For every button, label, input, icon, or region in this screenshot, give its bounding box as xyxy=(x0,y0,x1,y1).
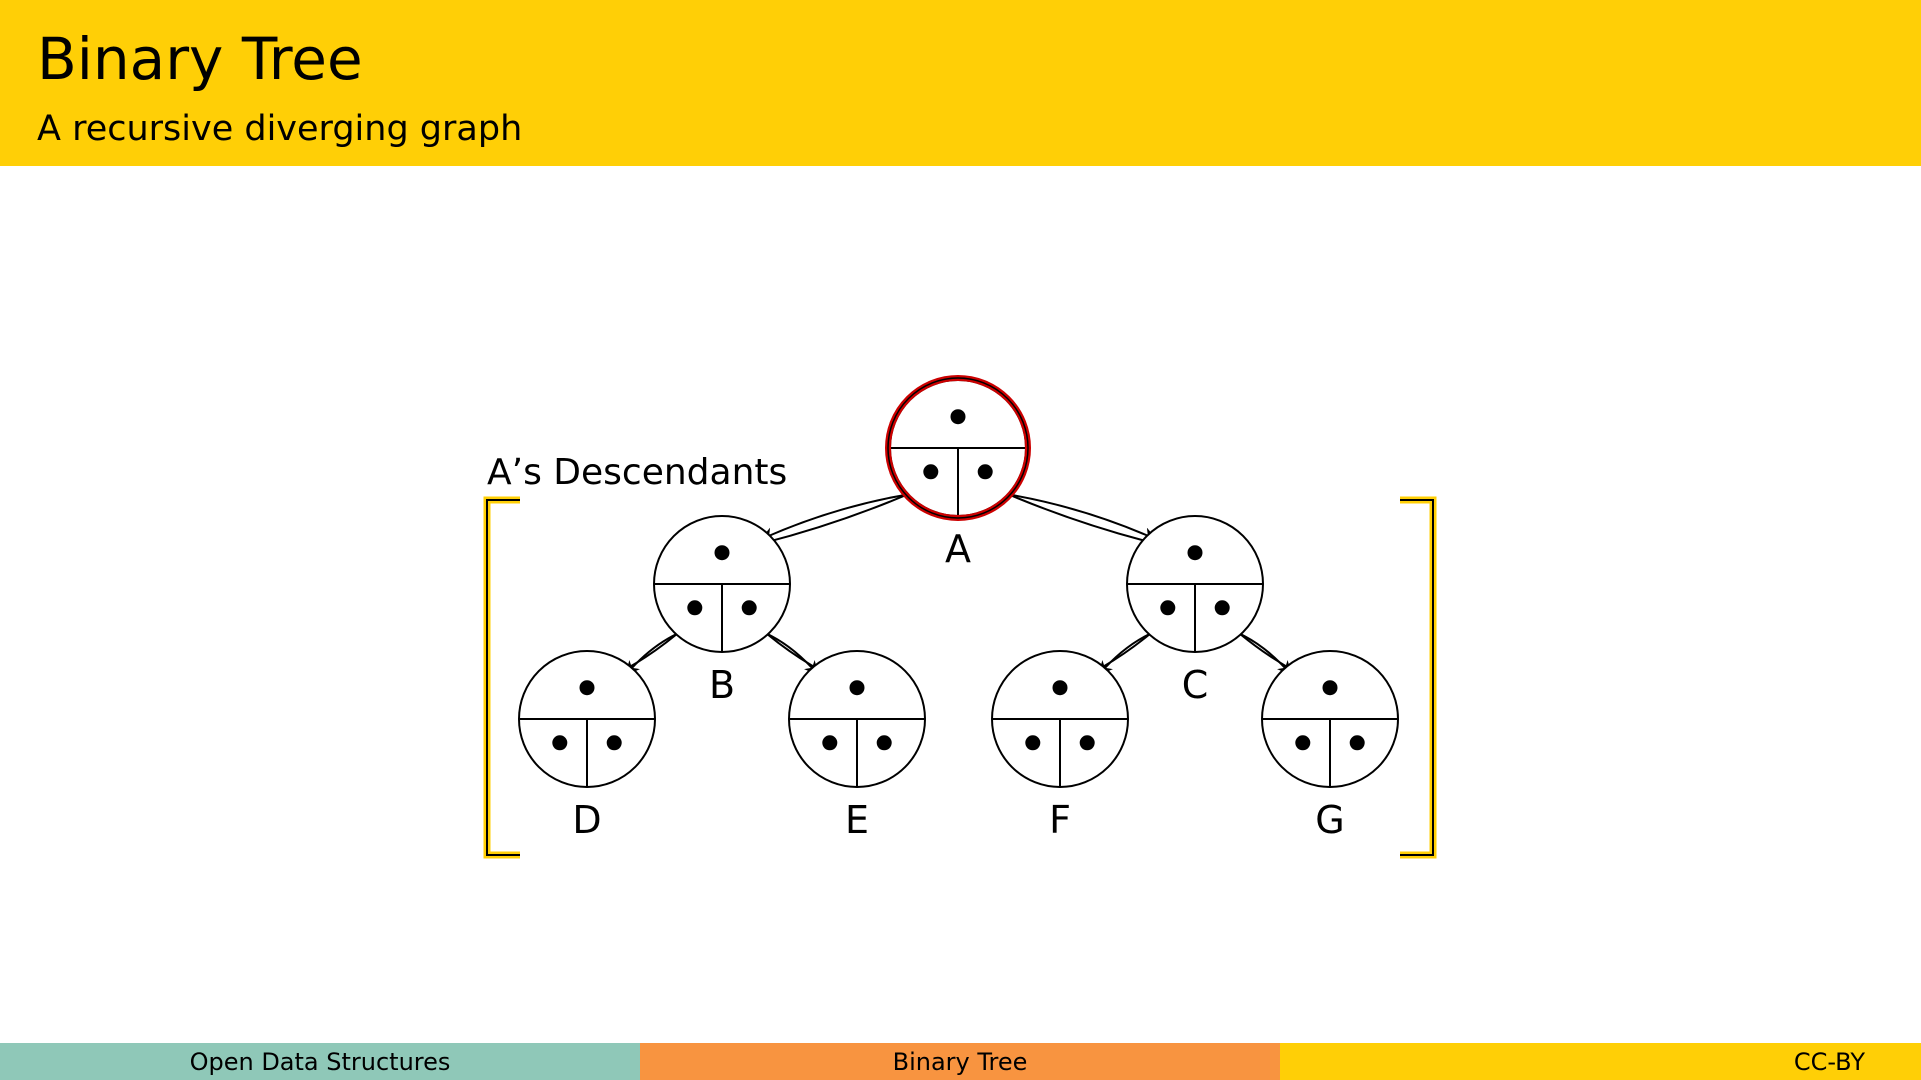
right-child-dot xyxy=(1349,735,1365,751)
right-child-dot xyxy=(977,464,993,480)
tree-node-f: F xyxy=(991,650,1129,842)
descendants-bracket-right xyxy=(1400,496,1437,859)
parent-pointer-dot xyxy=(579,680,595,696)
left-child-dot xyxy=(822,735,838,751)
right-child-dot xyxy=(1079,735,1095,751)
tree-node-d: D xyxy=(518,650,656,842)
node-label: E xyxy=(845,798,869,842)
footer-section: Binary Tree xyxy=(640,1043,1280,1080)
footer-course: Open Data Structures xyxy=(0,1043,640,1080)
node-label: D xyxy=(572,798,601,842)
parent-pointer-dot xyxy=(1322,680,1338,696)
tree-node-g: G xyxy=(1261,650,1399,842)
footer-course-text: Open Data Structures xyxy=(189,1047,451,1076)
parent-pointer-dot xyxy=(714,545,730,561)
footer-license-text: CC-BY xyxy=(1793,1047,1865,1076)
parent-pointer-dot xyxy=(1187,545,1203,561)
parent-pointer-dot xyxy=(950,409,966,425)
descendants-label: A’s Descendants xyxy=(487,452,787,493)
tree-node-b: B xyxy=(653,515,791,707)
left-child-dot xyxy=(1295,735,1311,751)
right-child-dot xyxy=(741,600,757,616)
left-child-dot xyxy=(1160,600,1176,616)
left-child-dot xyxy=(1025,735,1041,751)
parent-pointer-dot xyxy=(1052,680,1068,696)
left-child-dot xyxy=(687,600,703,616)
right-child-dot xyxy=(606,735,622,751)
node-label: B xyxy=(709,663,735,707)
footer-section-text: Binary Tree xyxy=(892,1047,1028,1076)
right-child-dot xyxy=(876,735,892,751)
slide-header: Binary Tree A recursive diverging graph xyxy=(0,0,1921,166)
descendants-bracket-left xyxy=(483,496,520,859)
slide-title: Binary Tree xyxy=(37,25,363,93)
node-label: G xyxy=(1315,798,1344,842)
slide-footer: Open Data Structures Binary Tree CC-BY xyxy=(0,1043,1921,1080)
node-label: C xyxy=(1182,663,1209,707)
tree-node-a: A xyxy=(885,375,1031,571)
left-child-dot xyxy=(552,735,568,751)
left-child-dot xyxy=(923,464,939,480)
right-child-dot xyxy=(1214,600,1230,616)
node-label: F xyxy=(1049,798,1071,842)
footer-license: CC-BY xyxy=(1280,1043,1921,1080)
highlight-ring-outline xyxy=(887,377,1029,519)
parent-pointer-dot xyxy=(849,680,865,696)
node-label: A xyxy=(945,527,971,571)
tree-node-c: C xyxy=(1126,515,1264,707)
tree-node-e: E xyxy=(788,650,926,842)
slide-subtitle: A recursive diverging graph xyxy=(37,109,523,149)
